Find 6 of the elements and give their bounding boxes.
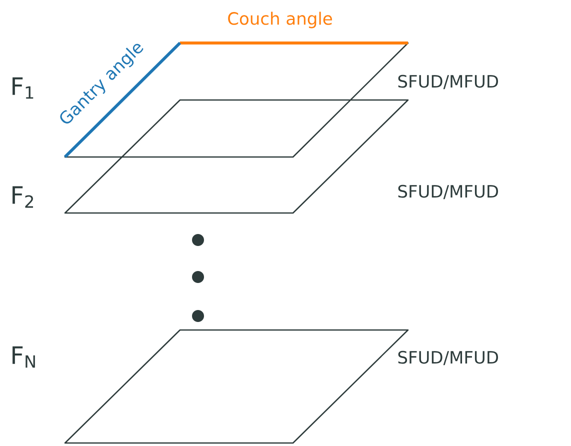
plane-caption: SFUD/MFUD bbox=[398, 184, 498, 200]
plane-caption: SFUD/MFUD bbox=[398, 74, 498, 90]
plane-caption: SFUD/MFUD bbox=[398, 350, 498, 366]
plane-label: F$_{1}$ bbox=[12, 77, 34, 99]
plane-label: F$_{N}$ bbox=[12, 346, 35, 368]
plane-label: F$_{2}$ bbox=[12, 186, 33, 208]
